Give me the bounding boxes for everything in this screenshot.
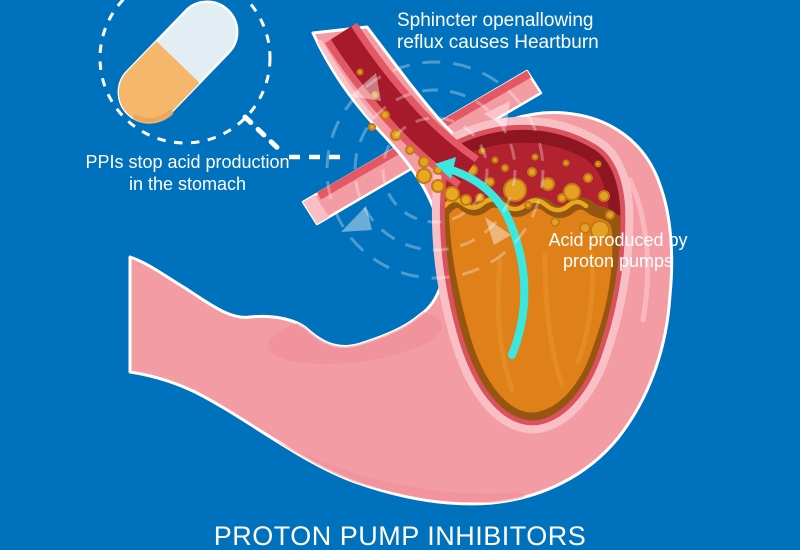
leader-dashed-line bbox=[242, 114, 341, 160]
cardia-foam bbox=[416, 168, 485, 206]
sphincter-note-line1: Sphincter openallowing bbox=[397, 10, 594, 31]
diaphragm-band-tip bbox=[303, 195, 329, 224]
ppi-note: PPIs stop acid production in the stomach bbox=[70, 151, 305, 195]
magnifier-circle-icon bbox=[98, 0, 272, 145]
reflux-arrow-icon bbox=[435, 157, 529, 359]
page-title: PROTON PUMP INHIBITORS bbox=[213, 521, 587, 550]
acid-note-line1: Acid produced by bbox=[548, 230, 688, 250]
ppi-capsule-icon bbox=[117, 0, 239, 124]
acid-note: Acid produced by proton pumps bbox=[538, 230, 698, 272]
ppi-note-line1: PPIs stop acid production bbox=[85, 152, 290, 172]
acid-note-line2: proton pumps bbox=[562, 251, 674, 271]
rotation-arrow-icon bbox=[350, 73, 381, 101]
rotation-arrow-icon bbox=[341, 206, 372, 232]
acid-bubbles-icon bbox=[466, 147, 615, 240]
rotation-arrow-icon bbox=[484, 101, 510, 128]
stomach-interior bbox=[431, 116, 651, 434]
sphincter-note: Sphincter openallowing reflux causes Hea… bbox=[397, 10, 599, 53]
rotation-arrow-icon bbox=[485, 217, 511, 245]
ppi-note-line2: in the stomach bbox=[128, 174, 247, 194]
sphincter-note-line2: reflux causes Heartburn bbox=[397, 31, 599, 53]
esophagus bbox=[317, 22, 485, 206]
sphincter-rings-icon bbox=[325, 60, 545, 280]
